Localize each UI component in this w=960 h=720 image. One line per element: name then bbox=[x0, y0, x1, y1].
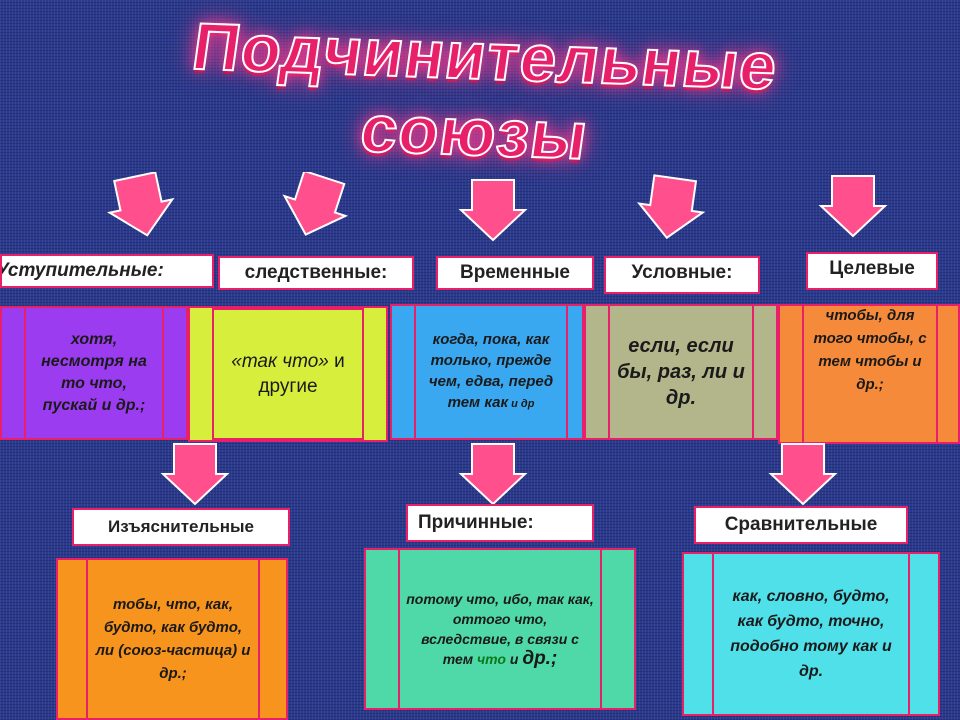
box-explanatory: тобы, что, как, будто, как будто, ли (со… bbox=[86, 558, 260, 720]
text-comparative: как, словно, будто, как будто, точно, по… bbox=[730, 588, 892, 680]
arrow-down-icon bbox=[458, 443, 528, 506]
label-temporal: Временные bbox=[436, 256, 594, 290]
arrow-down-icon bbox=[282, 172, 349, 236]
label-purpose: Целевые bbox=[806, 252, 938, 290]
label-concessive: Уступительные: bbox=[0, 254, 214, 288]
arrow-down-icon bbox=[768, 443, 838, 506]
box-consequence: «так что» и другие bbox=[212, 308, 364, 440]
arrow-down-icon bbox=[818, 175, 888, 238]
box-temporal: когда, пока, как только, прежде чем, едв… bbox=[414, 304, 568, 440]
box-conditional: если, если бы, раз, ли и др. bbox=[608, 304, 754, 440]
text-causal: потому что, ибо, так как, оттого что, вс… bbox=[406, 591, 594, 667]
arrow-down-icon bbox=[160, 443, 230, 506]
box-purpose: чтобы, для того чтобы, с тем чтобы и др.… bbox=[802, 304, 938, 444]
box-concessive: хотя, несмотря на то что, пускай и др.; bbox=[24, 306, 164, 440]
text-temporal: когда, пока, как только, прежде чем, едв… bbox=[428, 331, 554, 411]
label-explanatory: Изъяснительные bbox=[72, 508, 290, 546]
text-explanatory: тобы, что, как, будто, как будто, ли (со… bbox=[95, 596, 251, 682]
page-title: Подчинительные союзы bbox=[187, 8, 783, 174]
arrow-down-icon bbox=[636, 174, 706, 240]
label-consequence: следственные: bbox=[218, 256, 414, 290]
text-causal-and: и bbox=[505, 651, 523, 667]
box-comparative: как, словно, будто, как будто, точно, по… bbox=[712, 552, 910, 716]
text-consequence-rest: и другие bbox=[258, 351, 345, 397]
text-causal-green: что bbox=[477, 651, 506, 667]
text-consequence-quote: «так что» bbox=[231, 351, 329, 372]
label-causal: Причинные: bbox=[406, 504, 594, 542]
text-purpose: чтобы, для того чтобы, с тем чтобы и др.… bbox=[813, 307, 927, 393]
text-temporal-small: и др bbox=[508, 398, 535, 410]
text-causal-big: др.; bbox=[522, 648, 558, 669]
arrow-down-icon bbox=[458, 179, 528, 242]
label-comparative: Сравнительные bbox=[694, 506, 908, 544]
text-concessive: хотя, несмотря на то что, пускай и др.; bbox=[41, 331, 147, 414]
arrow-down-icon bbox=[107, 172, 175, 237]
label-conditional: Условные: bbox=[604, 256, 760, 294]
box-causal: потому что, ибо, так как, оттого что, вс… bbox=[398, 548, 602, 710]
text-conditional: если, если бы, раз, ли и др. bbox=[617, 335, 745, 409]
